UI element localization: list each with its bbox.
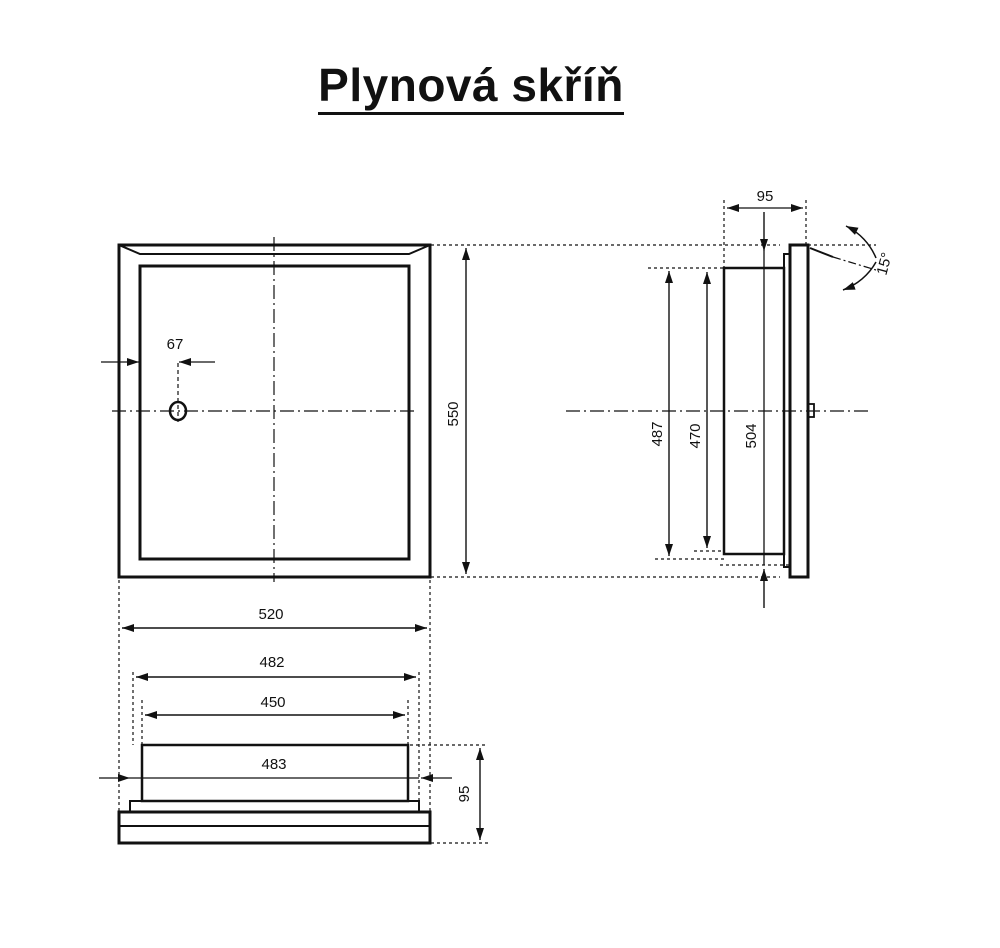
dim-504-label: 504 xyxy=(743,423,760,448)
dim-550 xyxy=(431,244,780,578)
dim-487 xyxy=(648,267,724,560)
dim-483-label: 483 xyxy=(261,756,286,773)
opening-angle-line xyxy=(809,247,834,258)
dim-450-label: 450 xyxy=(260,694,285,711)
dim-470-label: 470 xyxy=(687,423,704,448)
dim-504 xyxy=(720,212,790,608)
dim-67-label: 67 xyxy=(167,336,184,353)
dim-487-label: 487 xyxy=(649,421,666,446)
dim-550-label: 550 xyxy=(445,401,462,426)
dim-95-side-label: 95 xyxy=(757,188,774,205)
dim-95-bottom-label: 95 xyxy=(456,786,473,803)
bottom-view xyxy=(117,743,432,845)
bottom-frame-strip xyxy=(129,800,420,813)
front-top-bevel xyxy=(118,244,431,255)
dim-520-label: 520 xyxy=(258,606,283,623)
dim-15-label: 15° xyxy=(874,251,896,277)
dim-95-side xyxy=(723,200,807,268)
side-view xyxy=(566,243,877,579)
title-text: Plynová skříň xyxy=(318,59,624,115)
opening-angle-centerline xyxy=(832,256,877,271)
bottom-extension-lines xyxy=(118,580,431,812)
dim-482-label: 482 xyxy=(259,654,284,671)
front-view xyxy=(112,237,432,582)
drawing-title: Plynová skříň xyxy=(0,58,942,115)
dim-95-bottom xyxy=(410,744,488,844)
bottom-door xyxy=(117,810,432,845)
dim-15-angle xyxy=(842,225,877,291)
bottom-box-body xyxy=(140,743,410,803)
dim-470 xyxy=(694,272,724,552)
